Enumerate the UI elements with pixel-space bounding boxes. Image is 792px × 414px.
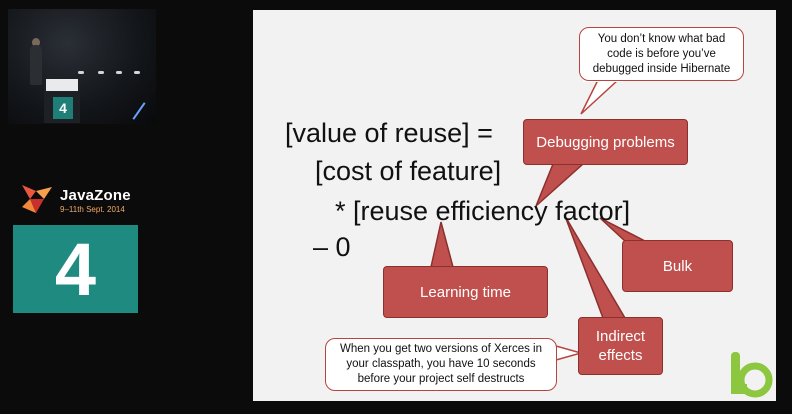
- light-streak: [132, 102, 146, 120]
- speaker-head: [32, 38, 40, 47]
- speaker-video: 4: [8, 9, 156, 124]
- stage-light: [78, 71, 84, 74]
- hibernate-bubble-tail: [580, 79, 620, 115]
- indirect-effects-callout: Indirect effects: [578, 317, 663, 375]
- hibernate-quote-bubble: You don’t know what bad code is before y…: [579, 27, 744, 81]
- debugging-problems-callout: Debugging problems: [523, 119, 688, 165]
- javazone-mark-icon: [22, 185, 52, 213]
- podium-screen: [46, 79, 78, 91]
- xerces-quote-bubble: When you get two versions of Xerces in y…: [325, 338, 557, 391]
- stage-light: [134, 71, 140, 74]
- formula-line-1: [value of reuse] =: [285, 118, 493, 148]
- javazone-title: JavaZone: [60, 187, 131, 204]
- track-badge: 4: [13, 225, 138, 313]
- learning-time-callout: Learning time: [383, 266, 548, 318]
- stage-light: [116, 71, 122, 74]
- javazone-dates: 9–11th Sept. 2014: [60, 205, 125, 214]
- presentation-slide: [value of reuse] = [cost of feature] * […: [253, 10, 776, 401]
- javazone-logo: JavaZone 9–11th Sept. 2014: [22, 185, 142, 217]
- stage-light: [98, 71, 104, 74]
- speaker: [30, 45, 42, 85]
- formula-line-3: * [reuse efficiency factor]: [335, 196, 631, 226]
- formula-line-4: – 0: [313, 232, 351, 262]
- podium-track-badge: 4: [53, 97, 73, 119]
- learning-callout-tail: [430, 221, 454, 268]
- formula-line-2: [cost of feature]: [315, 156, 502, 186]
- bulk-callout: Bulk: [622, 240, 733, 292]
- company-logo-icon: [731, 352, 773, 398]
